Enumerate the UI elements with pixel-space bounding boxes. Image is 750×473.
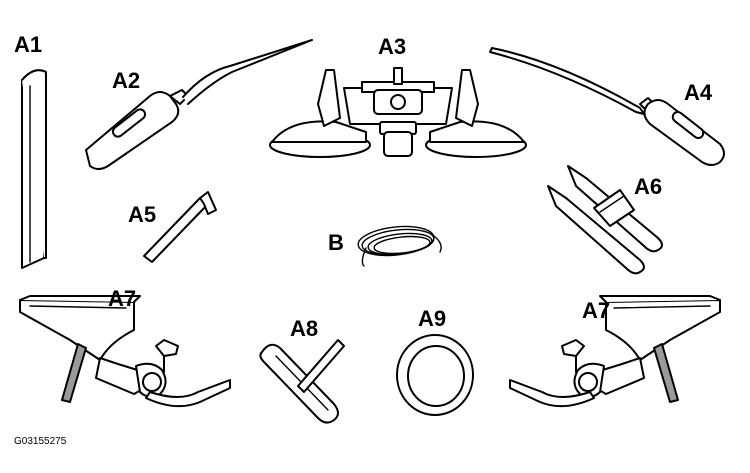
tool-a8-t-handle (259, 339, 345, 424)
tool-a4-long-scraper (489, 47, 725, 166)
tool-a9-ring (396, 334, 474, 416)
label-a4: A4 (684, 80, 713, 105)
label-a8: A8 (290, 316, 318, 341)
tool-a1-trim-strip (21, 69, 47, 269)
label-a9: A9 (418, 306, 446, 331)
label-a3: A3 (378, 34, 406, 59)
figure-code: G03155275 (14, 436, 67, 447)
tool-a3-suction-cup (269, 67, 527, 158)
tool-a6-cutter (547, 165, 663, 275)
tool-b-cutting-wire (357, 225, 442, 267)
label-a6: A6 (634, 174, 662, 199)
tool-a7-left-wire-handle (19, 295, 231, 408)
label-a5: A5 (128, 202, 156, 227)
label-a7-left: A7 (108, 286, 136, 311)
label-b: B (328, 230, 344, 255)
tool-a7-right-wire-handle (509, 295, 721, 408)
tool-a2-bent-scraper (85, 39, 313, 170)
label-a7-right: A7 (582, 298, 610, 323)
tool-a5-hex-key (143, 191, 217, 263)
label-a1: A1 (14, 32, 42, 57)
label-a2: A2 (112, 68, 140, 93)
